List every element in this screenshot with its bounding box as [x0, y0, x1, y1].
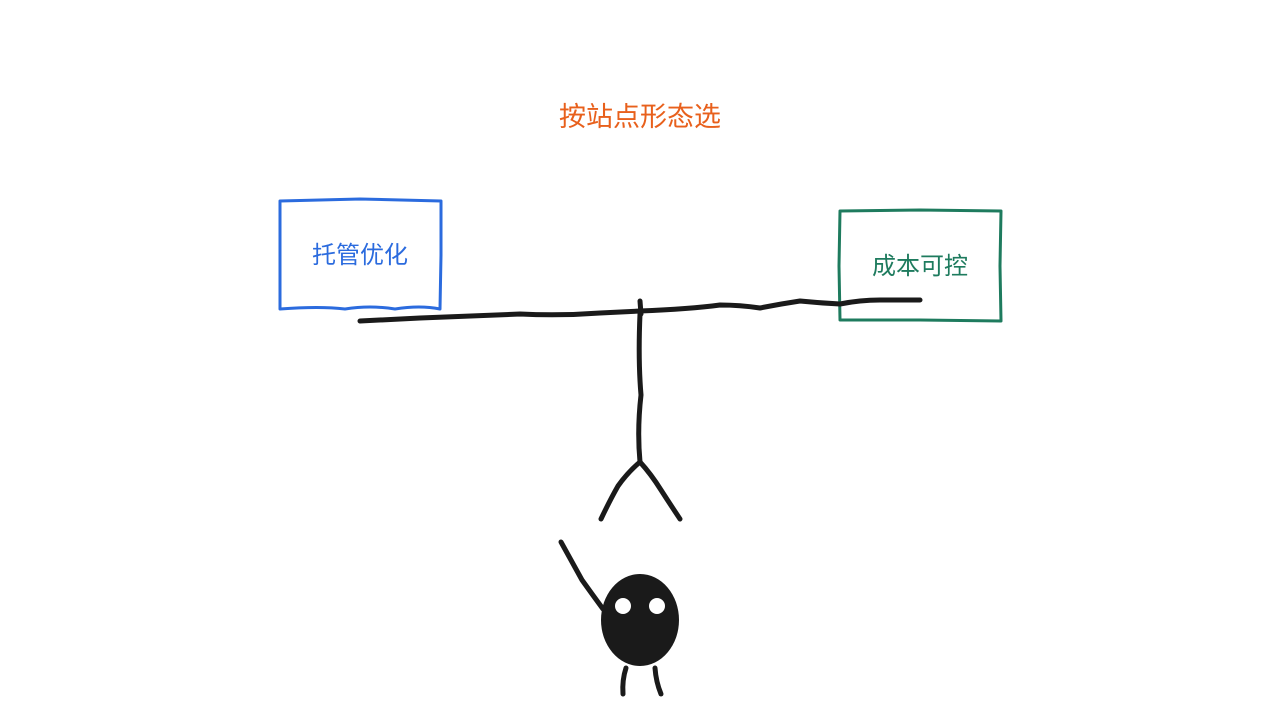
right-option-box: 成本可控 [837, 208, 1003, 323]
figure-head-shape [601, 574, 679, 666]
left-option-box: 托管优化 [278, 197, 443, 311]
hanging-stick-figure-icon [558, 298, 683, 697]
figure-waving-arm [558, 539, 606, 612]
figure-left-leg [598, 459, 643, 522]
right-option-label: 成本可控 [872, 252, 968, 280]
figure-left-stub [620, 665, 629, 697]
left-box-border [278, 197, 443, 311]
figure-head [601, 574, 679, 666]
diagram-title: 按站点形态选 [559, 102, 721, 133]
balance-bar-icon [357, 297, 923, 324]
figure-body [636, 311, 644, 465]
figure-left-eye [615, 598, 631, 614]
figure-right-leg [637, 459, 683, 522]
figure-right-stub [652, 665, 664, 697]
figure-right-eye [649, 598, 665, 614]
right-box-border [837, 208, 1003, 323]
left-option-label: 托管优化 [312, 241, 408, 269]
